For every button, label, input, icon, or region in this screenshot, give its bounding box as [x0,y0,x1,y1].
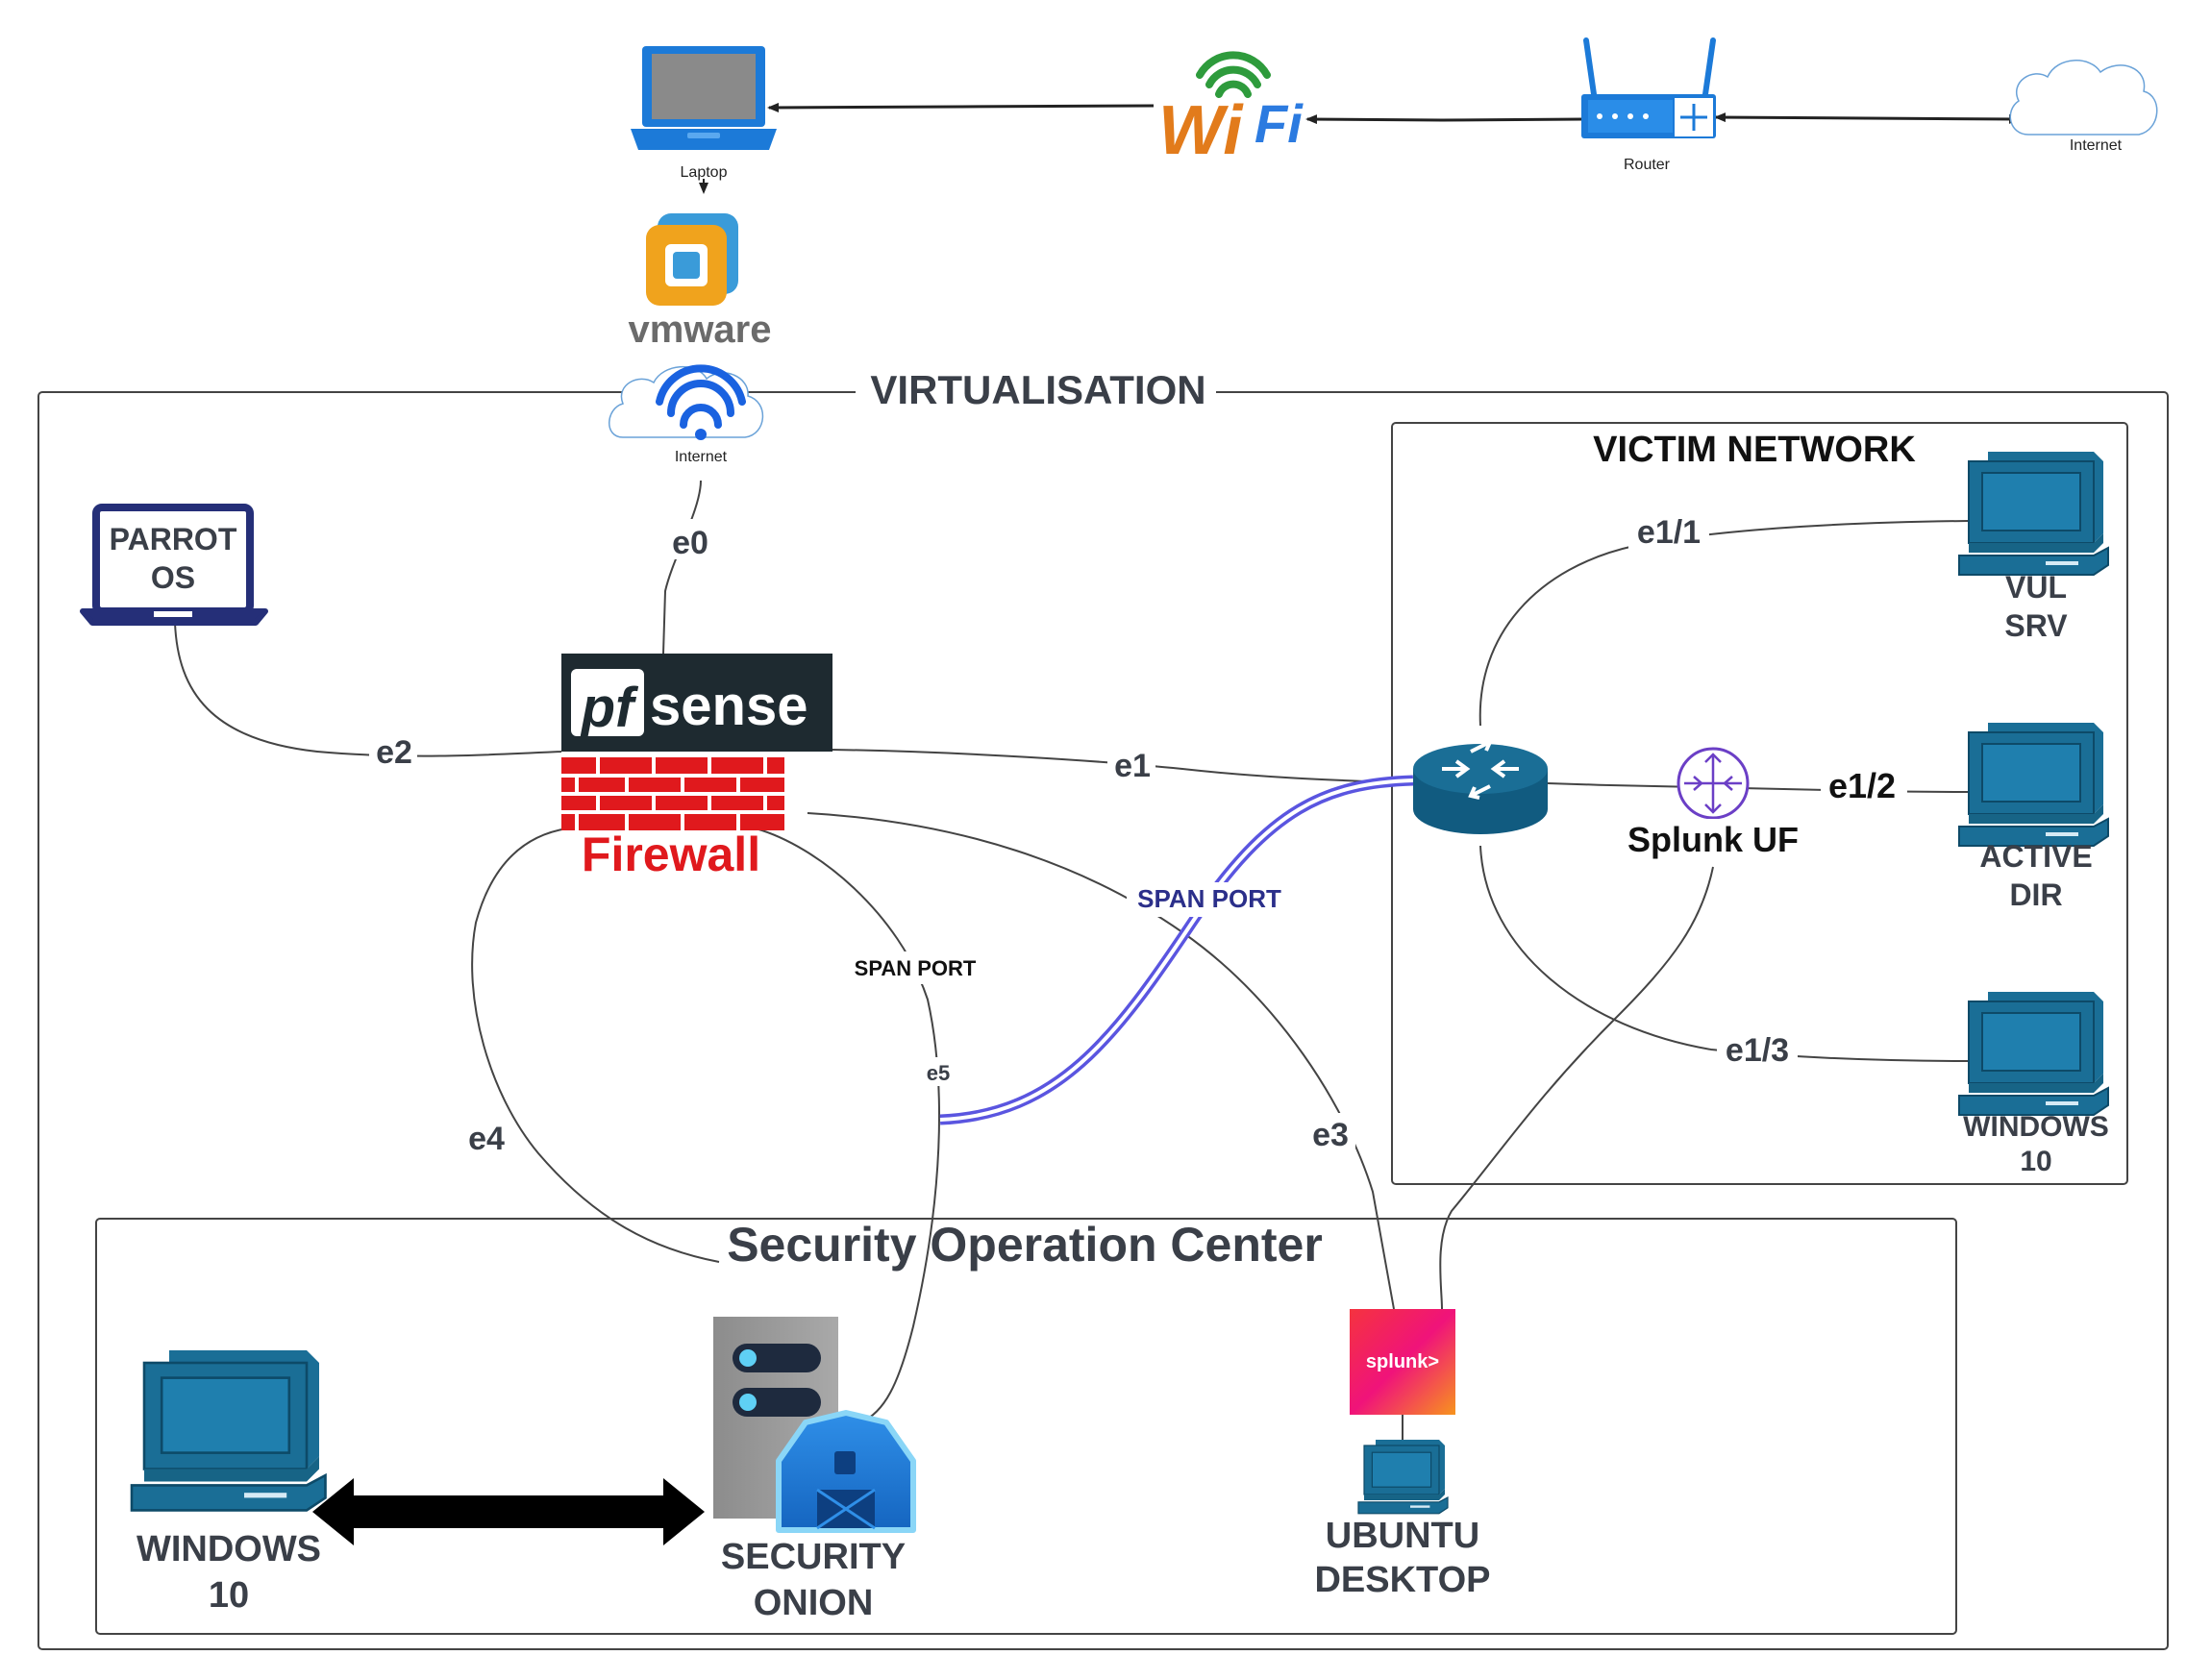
splunk-logo-icon [1350,1309,1455,1415]
label-e1: e1 [1114,748,1151,784]
link-e0 [662,480,702,655]
router-internet-arrow [1714,112,2021,124]
label-e0: e0 [672,525,708,561]
victim-network-frame [1391,422,2128,1185]
active-dir-label-1: ACTIVE [1979,839,2092,874]
core-router-icon [1413,738,1548,834]
pfsense-logo: pf sense [561,654,832,752]
soc-title: Security Operation Center [727,1218,1323,1272]
active-dir-computer-icon [1958,722,2109,847]
victim-windows-computer-icon [1958,991,2109,1116]
security-onion-label-1: SECURITY [721,1537,906,1577]
wifi-logo-icon: Wi Fi [1158,51,1304,169]
security-onion-barn-icon [776,1410,916,1533]
label-e1-2: e1/2 [1828,766,1896,805]
soc-windows-computer-icon [130,1348,327,1512]
link-e1-2 [1547,782,1970,793]
vul-srv-label-2: SRV [2004,608,2068,643]
link-e4 [471,828,720,1263]
vmware-text: vmware [629,309,772,351]
link-e1-1 [1478,520,1970,727]
link-e1 [831,749,1412,784]
link-e2 [174,622,562,757]
internet-label-top: Internet [2070,137,2123,154]
soc-frame [95,1218,1957,1635]
internet-cloud-inner-icon [609,365,764,438]
label-span-port-1: SPAN PORT [855,956,977,980]
label-e1-1: e1/1 [1637,514,1701,551]
soc-windows-label-1: WINDOWS [137,1529,321,1569]
double-arrow-icon [312,1478,705,1545]
victim-windows-label-2: 10 [2020,1146,2051,1177]
label-span-port-2: SPAN PORT [1137,884,1281,913]
link-e5 [755,828,940,1423]
internet-label-inner: Internet [675,449,728,465]
router-icon [1581,37,1716,138]
victim-network-title: VICTIM NETWORK [1593,430,1916,470]
virtualisation-title: VIRTUALISATION [870,367,1205,412]
splunk-uf-label: Splunk UF [1627,820,1799,859]
ubuntu-desktop-computer-icon [1357,1439,1449,1515]
router-to-wifi-arrow [1305,114,1585,125]
link-e1-3 [1479,845,1970,1062]
label-e5: e5 [927,1061,950,1085]
label-e3: e3 [1312,1117,1349,1153]
splunk-logo-text: splunk> [1366,1351,1439,1372]
vmware-logo-icon: vmware [577,202,827,356]
wifi-signal-icon [656,364,746,440]
ubuntu-label-2: DESKTOP [1314,1560,1490,1600]
label-e2: e2 [376,734,412,771]
wifi-to-laptop-arrow [767,102,1155,112]
soc-windows-label-2: 10 [209,1575,249,1616]
label-e4: e4 [468,1121,505,1157]
label-e1-3: e1/3 [1726,1032,1789,1069]
internet-cloud-icon [2009,60,2158,136]
laptop-icon [631,46,777,150]
security-onion-label-2: ONION [754,1583,874,1623]
laptop-label: Laptop [681,164,728,181]
firewall-icon [561,757,784,830]
vul-srv-computer-icon [1958,451,2109,576]
pfsense-sense: sense [650,675,807,737]
svg-text:Fi: Fi [1255,93,1304,154]
router-label: Router [1624,157,1671,173]
victim-windows-label-1: WINDOWS [1963,1111,2109,1143]
svg-text:Wi: Wi [1158,92,1244,169]
ubuntu-label-1: UBUNTU [1326,1516,1479,1556]
parrot-os-label-2: OS [151,560,195,595]
svg-text:vmware: vmware [629,309,772,351]
vul-srv-label-1: VUL [2005,570,2067,605]
splunk-uf-icon [1677,747,1750,820]
active-dir-label-2: DIR [2009,877,2062,912]
parrot-os-laptop-icon [80,504,268,626]
pfsense-pf: pf [580,677,639,739]
parrot-os-label-1: PARROT [110,522,237,556]
firewall-label: Firewall [582,828,760,881]
span-port-link [939,775,1414,1125]
link-splunk-uf [1439,866,1714,1310]
